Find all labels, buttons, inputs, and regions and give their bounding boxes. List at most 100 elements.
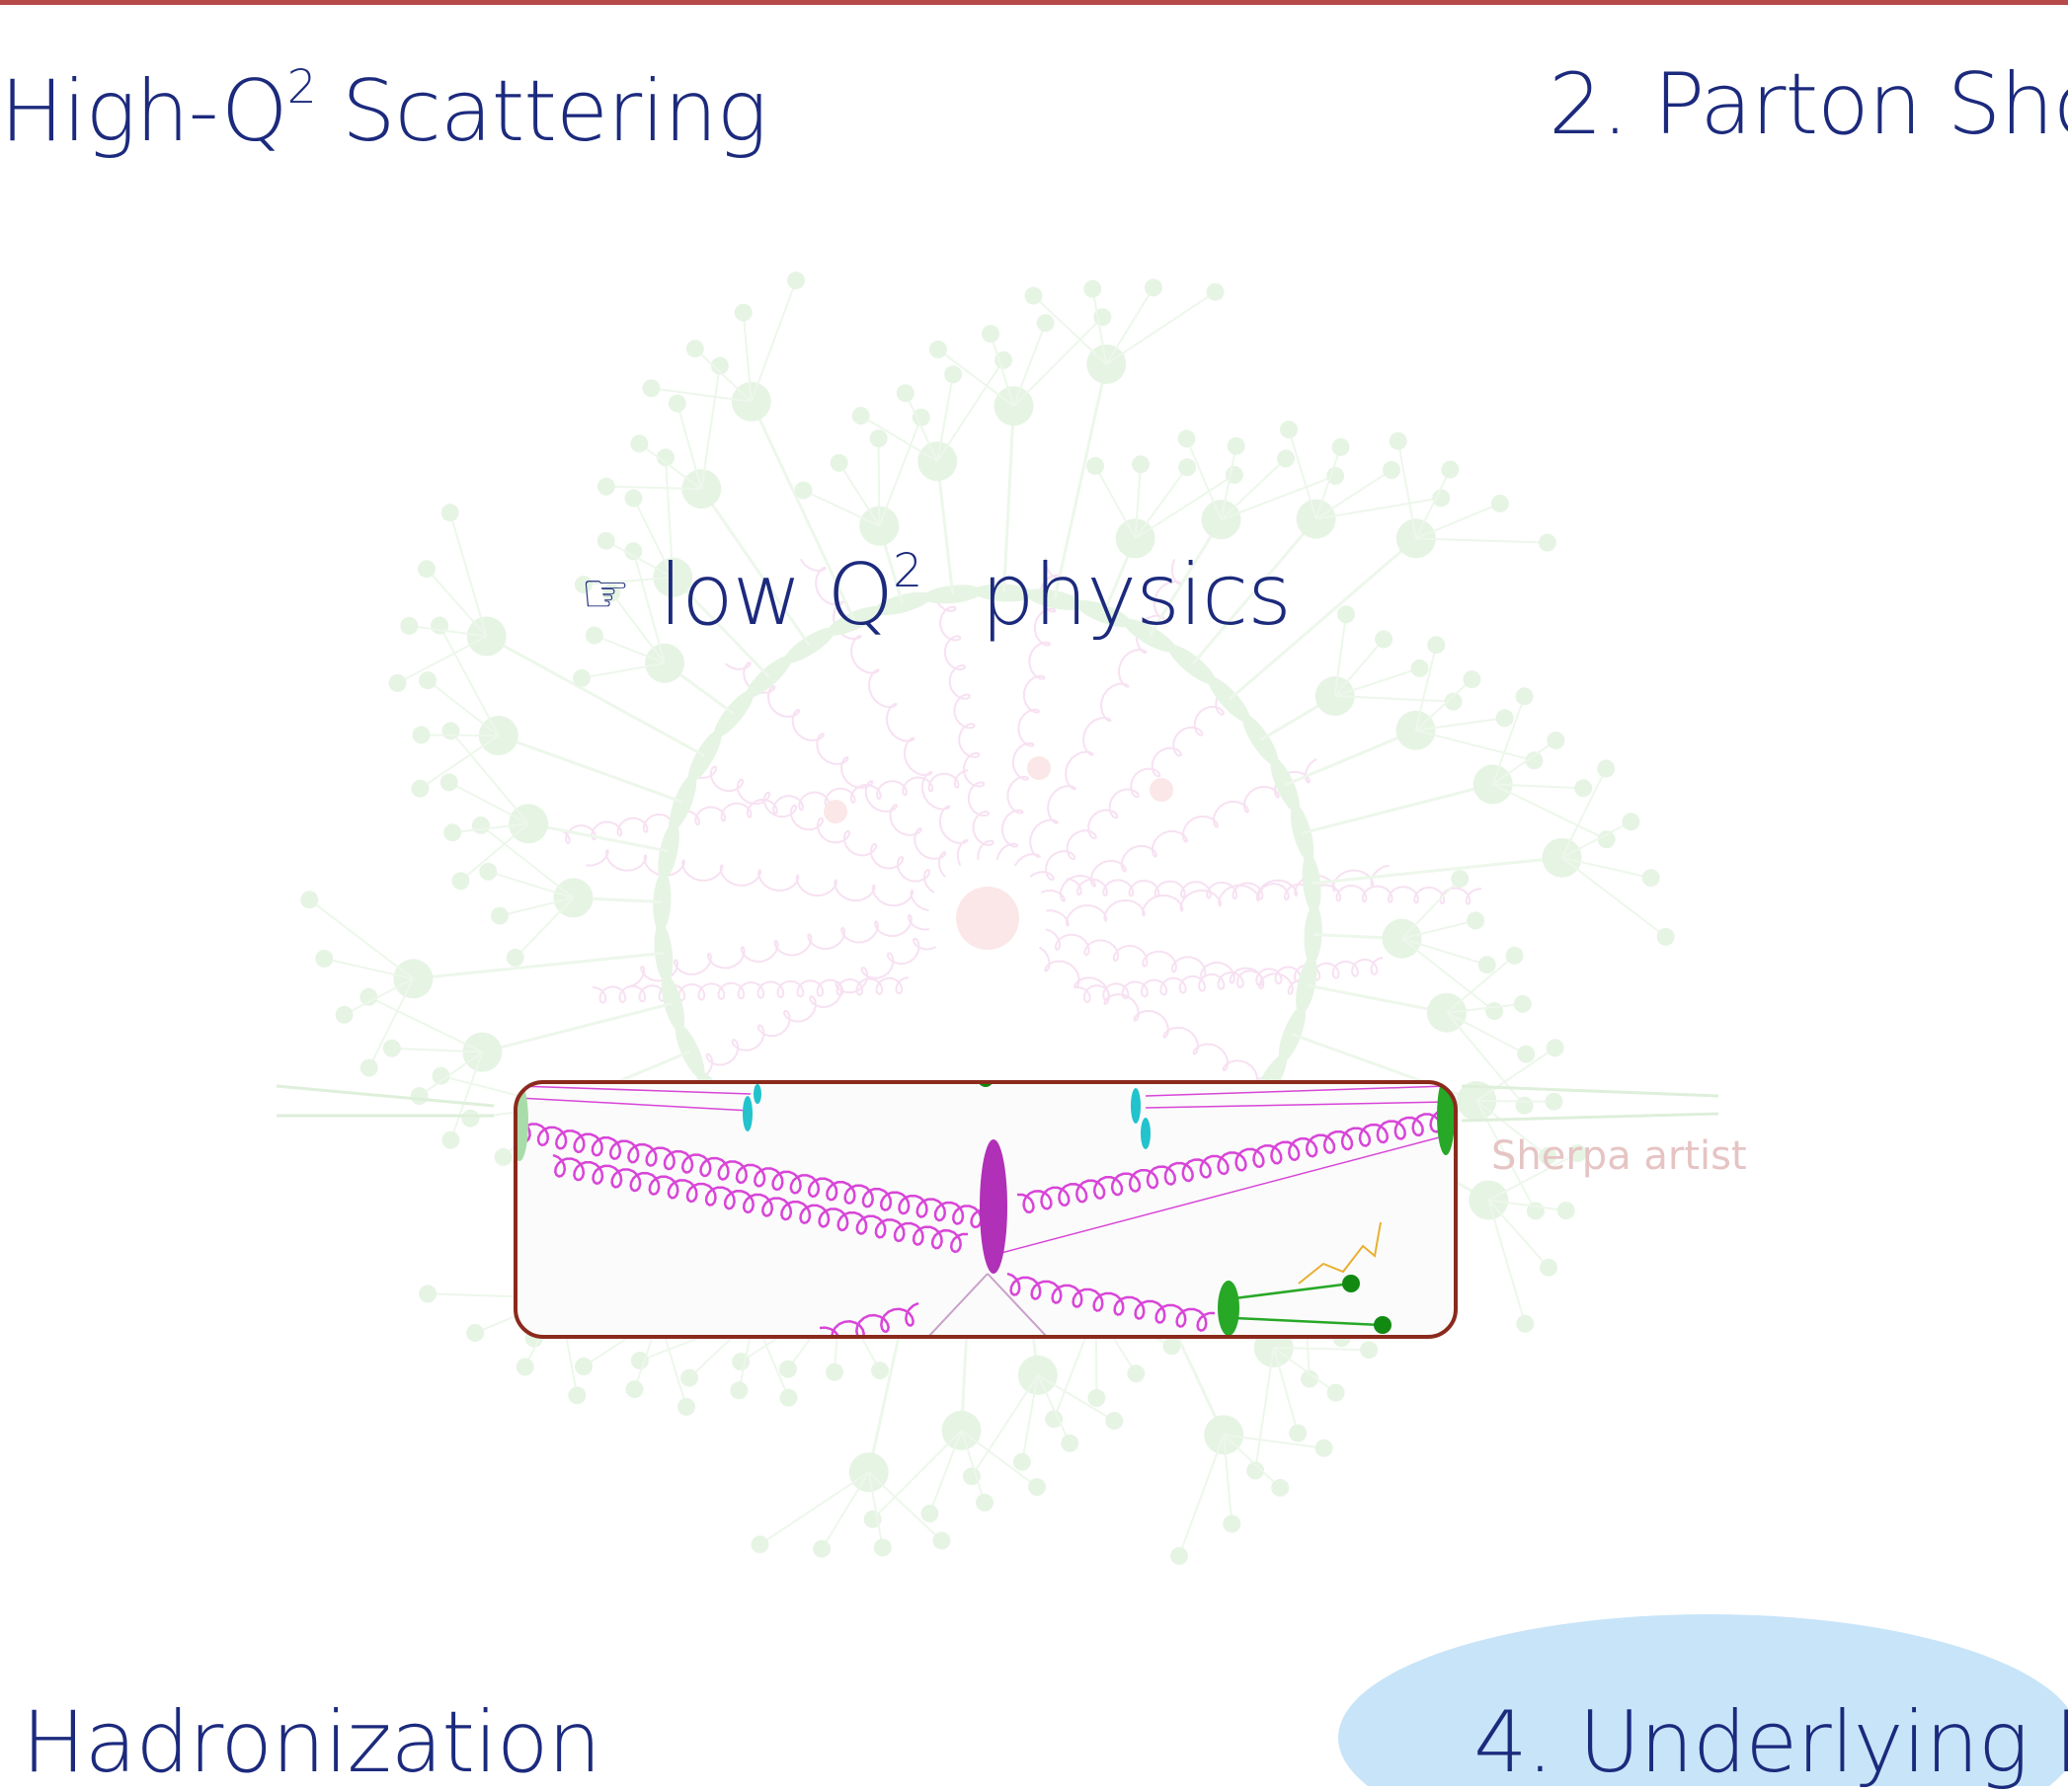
hadron-cluster: [1218, 1281, 1239, 1336]
faded-decay-product: [479, 863, 497, 881]
faded-decay-product: [1277, 449, 1295, 467]
low-q2-physics-label: ☞low Q2physics: [581, 553, 1291, 638]
faded-decay-product: [1517, 1046, 1535, 1063]
faded-decay-product: [1280, 421, 1298, 438]
faded-decay-line: [1416, 504, 1500, 538]
faded-decay-product: [573, 669, 591, 687]
faded-hadron-line: [1303, 784, 1493, 832]
faded-decay-product: [1516, 687, 1534, 705]
faded-decay-product: [413, 726, 431, 743]
faded-decay-product: [1028, 1478, 1046, 1496]
faded-decay-product: [1540, 1259, 1557, 1277]
faded-decay-line: [1179, 1435, 1224, 1556]
faded-decay-product: [1375, 630, 1392, 648]
faded-decay-line: [1255, 1348, 1274, 1471]
faded-decay-product: [418, 560, 436, 578]
faded-decay-product: [1037, 314, 1055, 332]
cyan-cluster: [743, 1096, 753, 1131]
faded-decay-product: [1170, 1547, 1188, 1565]
faded-decay-line: [450, 1052, 482, 1140]
cyan-cluster: [1131, 1088, 1141, 1124]
faded-decay-product: [466, 1324, 484, 1342]
faded-decay-product: [1087, 1389, 1105, 1407]
faded-decay-product: [1178, 458, 1196, 476]
faded-hadron-line: [413, 953, 664, 978]
faded-decay-product: [870, 429, 888, 447]
faded-decay-product: [642, 379, 660, 397]
faded-decay-line: [879, 438, 880, 526]
faded-decay-product: [1516, 1315, 1534, 1333]
faded-decay-product: [929, 341, 947, 358]
faded-decay-line: [1476, 1101, 1553, 1102]
faded-decay-product: [1491, 495, 1509, 512]
faded-decay-product: [1271, 1479, 1289, 1497]
faded-decay-product: [1547, 1039, 1564, 1056]
faded-decay-product: [1598, 830, 1616, 848]
faded-vertex: [824, 800, 847, 823]
faded-decay-product: [826, 1363, 843, 1381]
faded-decay-product: [944, 365, 962, 383]
faded-decay-product: [686, 340, 704, 357]
faded-decay-product: [491, 907, 509, 925]
faded-hadron-line: [499, 736, 683, 803]
faded-decay-product: [1427, 636, 1445, 654]
faded-decay-product: [419, 671, 437, 689]
faded-decay-line: [760, 1472, 869, 1544]
faded-decay-product: [1485, 1002, 1503, 1020]
faded-decay-product: [1657, 928, 1675, 946]
faded-decay-line: [1106, 292, 1215, 364]
faded-decay-line: [1136, 467, 1188, 538]
faded-decay-line: [1488, 1201, 1525, 1324]
faded-decay-product: [982, 325, 999, 343]
faded-decay-product: [1597, 760, 1615, 778]
faded-gluon: [553, 770, 968, 843]
faded-decay-product: [1411, 660, 1429, 677]
faded-decay-product: [597, 532, 615, 550]
hard-interaction-blob: [980, 1139, 1007, 1274]
faded-gluon: [1046, 929, 1308, 994]
faded-decay-product: [1132, 455, 1150, 473]
faded-decay-product: [383, 1040, 401, 1057]
hadron: [978, 1071, 994, 1087]
faded-decay-product: [472, 817, 490, 834]
faded-decay-product: [441, 504, 459, 521]
cyan-cluster: [754, 1084, 761, 1104]
faded-hadron-line: [1285, 731, 1415, 785]
faded-decay-line: [450, 512, 487, 636]
faded-decay-product: [360, 1059, 378, 1077]
faded-decay-product: [1207, 283, 1225, 301]
faded-decay-line: [695, 349, 752, 402]
faded-decay-product: [1337, 605, 1355, 623]
faded-decay-product: [1574, 779, 1592, 797]
faded-decay-product: [787, 272, 805, 289]
faded-decay-product: [1105, 1412, 1123, 1430]
faded-decay-product: [411, 780, 429, 798]
faded-decay-line: [1416, 679, 1472, 731]
faded-decay-product: [1145, 278, 1162, 296]
faded-decay-product: [1228, 437, 1245, 455]
faded-decay-line: [422, 735, 499, 736]
faded-decay-product: [300, 891, 318, 908]
faded-decay-product: [507, 949, 524, 967]
faded-decay-product: [730, 1381, 748, 1399]
pointing-hand-icon: ☞: [581, 562, 629, 626]
faded-decay-line: [1224, 1435, 1280, 1488]
faded-decay-product: [1390, 432, 1407, 450]
faded-decay-line: [1493, 696, 1525, 784]
faded-decay-line: [1095, 466, 1136, 539]
faded-decay-product: [976, 1494, 994, 1512]
faded-decay-product: [913, 409, 930, 427]
faded-decay-product: [1178, 429, 1196, 447]
faded-decay-product: [752, 1535, 769, 1553]
faded-decay-product: [359, 988, 377, 1006]
faded-decay-product: [1432, 489, 1450, 506]
hard-process-blob: [956, 887, 1019, 950]
faded-decay-product: [1467, 911, 1484, 929]
faded-decay-product: [441, 1131, 459, 1149]
faded-decay-product: [1546, 1093, 1563, 1111]
faded-decay-product: [1086, 457, 1104, 475]
faded-decay-product: [1642, 869, 1660, 887]
hadron: [1342, 1275, 1360, 1292]
faded-decay-product: [1083, 280, 1101, 298]
